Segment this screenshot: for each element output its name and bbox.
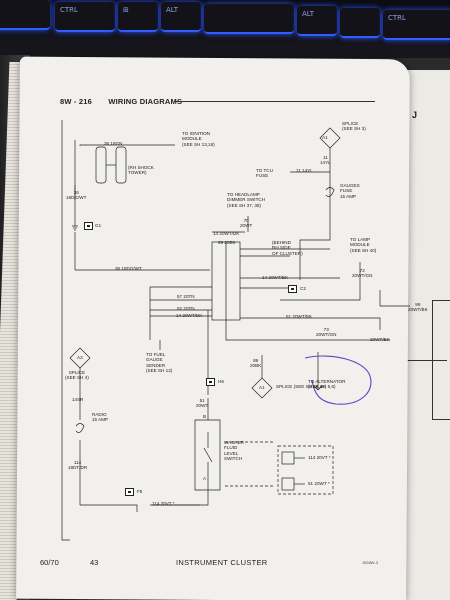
wire-114-label: 114 18DT/DR [68,460,88,471]
splice-top-number: A1 [322,135,328,140]
wire-36-mid-label: 36 18DG/WT [115,266,142,271]
wire-57-label: 57 20TN [177,294,195,299]
g1-label: G1 [95,223,102,228]
wire-14sr-label: 14SR [72,397,84,402]
connector-icon-g1 [84,222,93,230]
headlamp-dimmer-label: TO HEADLAMP DIMMER SWITCH (SEE SH 37, 38… [227,192,266,208]
keyboard: CTRL ⊞ ALT ALT CTRL [0,0,450,58]
c2-label: C2 [300,286,306,291]
footer-page-number: 43 [90,558,99,567]
key-ctrl: CTRL [55,2,115,32]
h6-label: H6 [218,379,224,384]
key-win: ⊞ [118,2,158,32]
splice-a2-label: SPLICE (SEE SH 4) [65,370,89,381]
wire-89-label: 89 20BK [250,358,262,369]
wire-72-label: 72 20WT/GN [352,268,373,279]
rh-shock-tower-label: (RH SHOCK TOWER) [128,165,154,176]
key-alt: ALT [161,2,201,32]
right-page-line [407,360,447,361]
wire-99-label: 99 20WT/BK [408,302,428,313]
f5-label: F5 [137,489,143,494]
alternator-label: TO ALTERNATOR (SEE SH 5,6) [308,379,346,390]
key [0,0,50,30]
key-alt-right: ALT [297,6,337,36]
ignition-wire-label: 36 18GN [104,141,123,146]
footer-code: J928W-3 [362,560,378,565]
gauges-fuse-label: GAUGES FUSE 15 AMP [340,183,360,199]
key-fn [340,8,380,38]
fuel-gauge-label: TO FUEL GAUGE SENDER (SEE SH 12) [146,352,173,373]
wire-20wt-label: 20WT/BK [370,337,390,342]
connector-icon-f5 [125,488,134,496]
washer-b-label: B [203,414,207,419]
connector-icon-c2 [288,285,297,293]
yl-wire-label: 11 14YL [320,155,331,166]
header-rule [175,101,375,102]
wire-51b-label: 51 20WT [196,398,209,409]
wire-73-label: 73 20WT/GN [316,327,337,338]
splice-a2-number: A2 [77,355,83,360]
wire-14-label: 14 20WT/DK [213,231,240,236]
wire-70-label: 70 20WT [240,218,253,229]
wire-51-20-label: 51 20WT * [308,481,330,486]
wire-14-yl-label: 14 20WT/BK [262,275,289,280]
lamp-module-label: TO LAMP MODULE (SEE SH 40) [350,237,377,253]
footer-page-marker: 60/70 [40,558,59,567]
tcu-fuse-label: TO TCU FUSE [256,168,273,179]
section-number: 8W - 216 [60,97,93,106]
wire-51-label: 51 20WT/BK [286,314,313,319]
wire-114-20-label: 114 20VT * [308,455,331,460]
page-title: WIRING DIAGRAMS [108,97,183,106]
behind-cluster-label: (BEHIND RH SIDE OF CLUSTER) [272,240,303,256]
ignition-module-label: TO IGNITION MODULE (SEE SH 13,18) [182,131,215,147]
splice-top-label: SPLICE (SEE SH 3) [342,121,366,132]
page-header: 8W - 216 WIRING DIAGRAMS [60,97,182,106]
corner-letter: J [412,110,418,120]
footer-title: INSTRUMENT CLUSTER [176,558,268,567]
key-space [204,4,294,34]
radio-fuse-label: RADIO 15 AMP [92,412,109,423]
washer-switch-label: WASHER FLUID LEVEL SWITCH [224,440,244,461]
wire-14-bottom-label: 14 20WT/DK [176,313,203,318]
wire-69-label: 69 20BK [218,240,236,245]
left-wire-label: 36 18DG/WT [66,190,87,201]
splice-a1-number: A1 [259,385,265,390]
key-ctrl-right: CTRL [383,10,450,40]
wire-52-label: 52 20TN [177,306,195,311]
handwritten-circle [304,355,372,405]
splice-a1-label: SPLICE (SEE SH 39,40) [276,384,327,389]
tcu-wire-label: 11 14YL [296,168,313,173]
wire-114-bottom-label: 114 20VT * [152,501,175,506]
connector-icon-h6 [206,378,215,386]
washer-a-label: A [203,476,207,481]
